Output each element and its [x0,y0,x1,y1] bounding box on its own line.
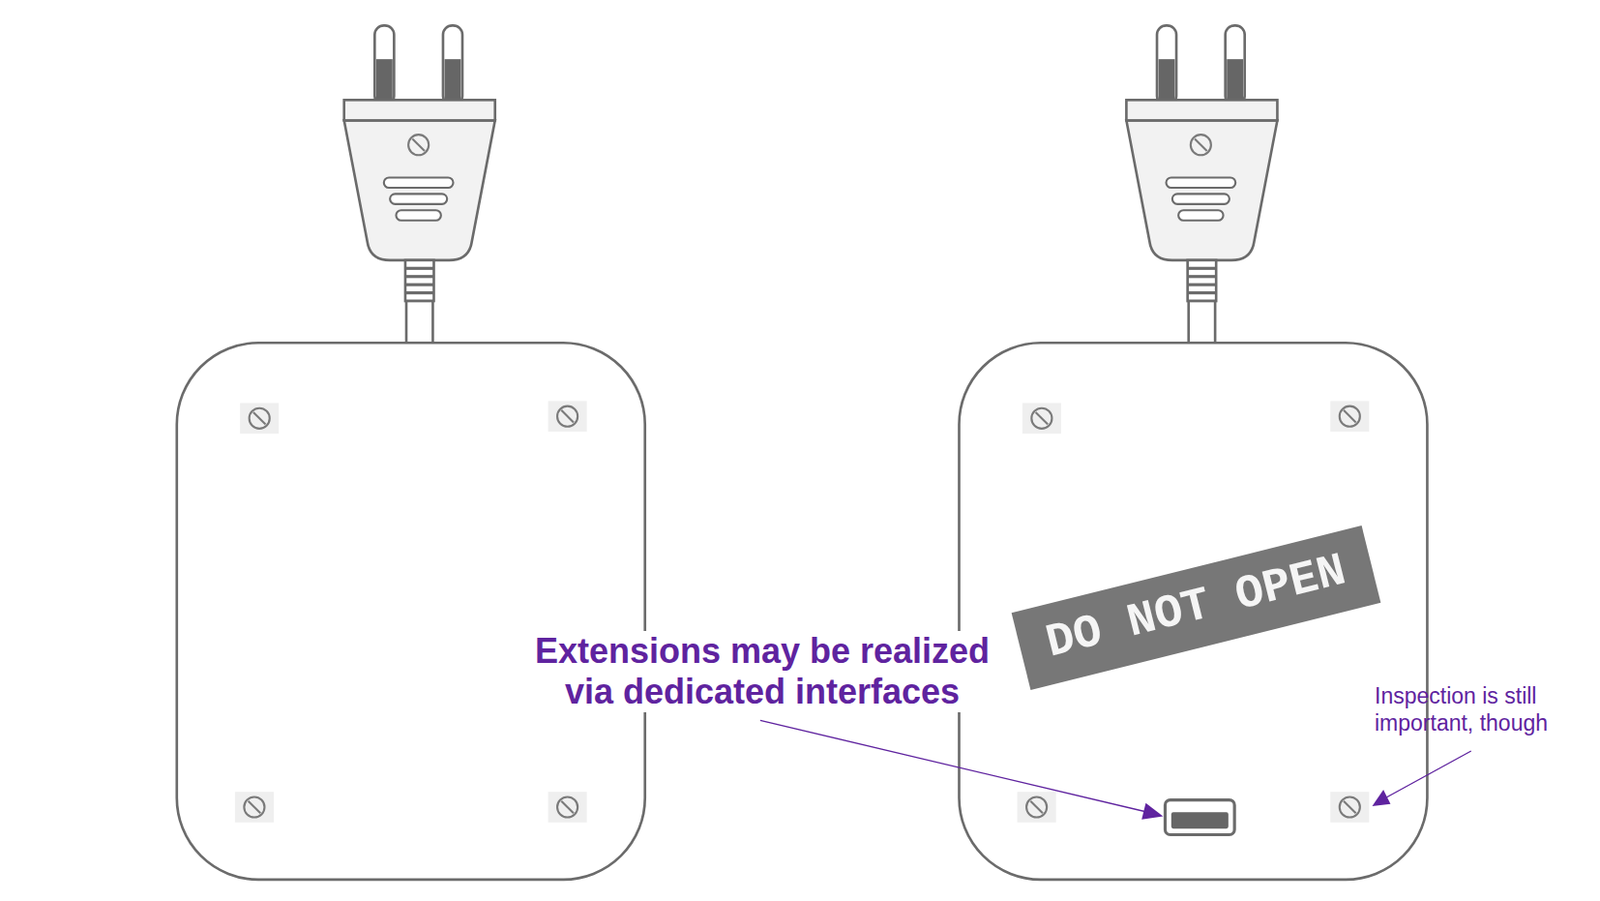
device-with-port [958,25,1427,879]
warning-band: DO NOT OPEN [1010,525,1381,690]
callout-title: Extensions may be realized via dedicated… [508,630,1016,712]
device-plain [177,25,646,879]
leader-arrowhead [1371,789,1391,806]
usb-port [1164,800,1235,835]
warning-text: DO NOT OPEN [1039,543,1351,673]
leader-line [1385,750,1472,799]
callout-note: Inspection is still important, though [1374,682,1578,737]
leader-arrowhead [1141,802,1163,820]
usb-port-slot [1171,811,1229,829]
leader-line [760,719,1149,812]
